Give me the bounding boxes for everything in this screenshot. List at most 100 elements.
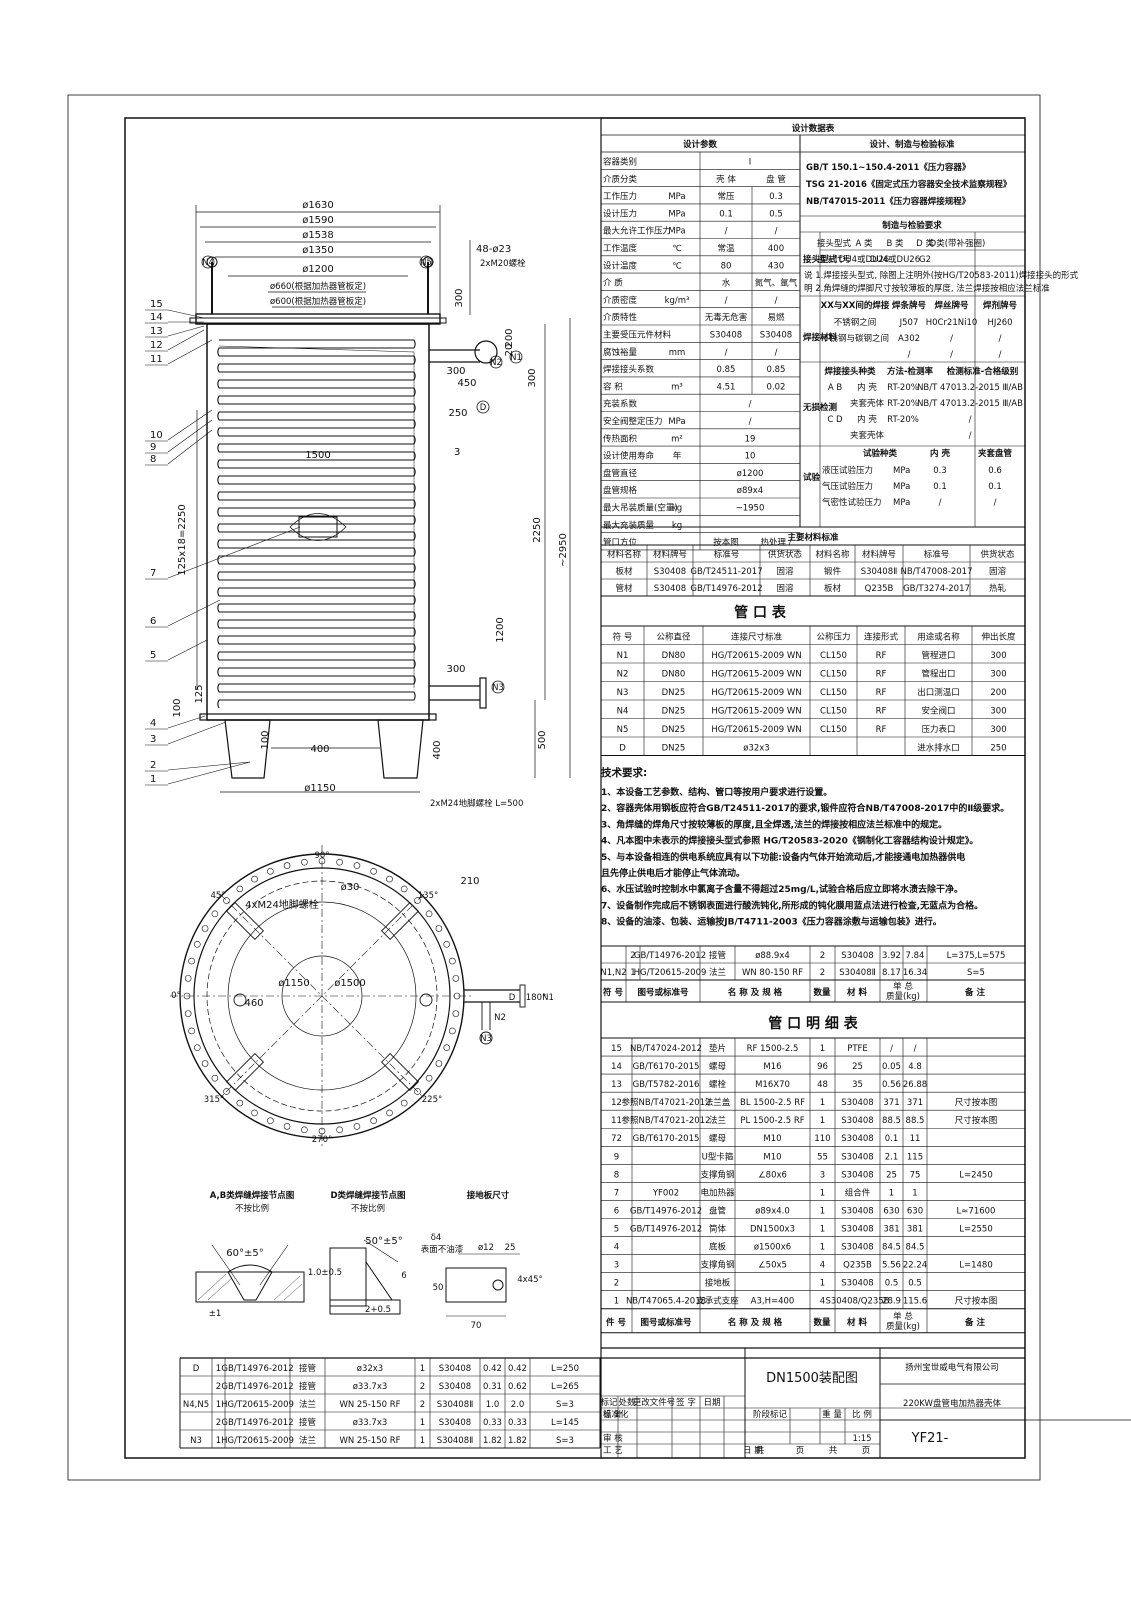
material-cell: 板材 [824,583,842,594]
table-cell: / [994,498,997,508]
bolt-hole [443,941,451,948]
material-cell: GB/T3274-2017 [903,584,970,594]
role-label: 标准化 [603,1409,629,1420]
part-cell: 法兰 [299,1399,316,1410]
part-cell: 84.5 [882,1243,901,1253]
part-cell: M10 [763,1152,781,1162]
header-cell: 名 称 及 规 格 [728,1317,783,1328]
table-cell: 夹套壳体 [850,398,885,409]
header-cell: 质量(kg) [886,1321,920,1332]
part-cell: 1 [820,1044,825,1054]
part-cell: 螺栓 [709,1079,727,1090]
param-value: S30408 [760,330,792,340]
bolt-hole [425,1074,433,1082]
angle-label: 90° [314,851,329,861]
param-value: 0.1 [719,209,733,219]
material-cell: GB/T14976-2012 [690,584,762,594]
dimension: ±1 [209,1309,222,1319]
note-text: 说 1.焊接接头型式, 除图上注明外(按HG/T20583-2011)焊接接头的… [804,270,1079,281]
table-cell: / [908,350,911,360]
angle-label: 45° [210,891,225,901]
detail-sub: 不按比例 [351,1203,385,1214]
nozzle-tag: N2 [494,1013,506,1023]
table-cell: 0.1 [933,482,947,492]
material-cell: 管材 [615,583,633,594]
scale-label: 比 例 [852,1409,872,1420]
nozzle-cell: 管程出口 [921,668,955,679]
angle-label: 270° [312,1135,332,1145]
param-value: / [775,348,778,358]
param-unit: m³ [671,382,683,392]
support-leg [377,719,424,779]
part-cell: 1 [820,1243,825,1253]
part-cell: 尺寸按本图 [955,1296,998,1307]
part-cell: 4.8 [908,1062,922,1072]
technical-requirements: 技术要求:1、本设备工艺参数、结构、管口等按用户要求进行设置。2、容器壳体用钢板… [601,766,1009,928]
part-cell: S30408 [841,951,873,961]
nozzle-cell: 公称压力 [816,631,850,642]
part-cell: GB/T14976-2012 [221,1418,293,1428]
part-cell: M16X70 [755,1080,790,1090]
req-title: 技术要求: [601,766,647,779]
part-cell: S=5 [967,968,985,978]
part-cell: 1 [614,1297,619,1307]
header-cell: 设计参数 [683,139,718,150]
part-cell: S30408Ⅱ [437,1400,474,1410]
dimension: 6 [401,1271,406,1281]
table-cell: 0.6 [988,466,1002,476]
rev-header: 签 字 [676,1397,696,1408]
param-unit: MPa [668,417,685,427]
nozzle-cell: 安全阀口 [921,705,955,716]
nozzle-cell: DN25 [662,725,686,735]
nozzle-cell: 300 [990,725,1006,735]
table-cell: MPa [893,466,910,476]
part-cell: 1 [820,1098,825,1108]
item-tag: 10 [150,430,163,441]
part-cell: D [193,1364,200,1374]
param-label: 容 积 [603,381,623,392]
nozzle-cell: DN25 [662,688,686,698]
bolt-hole [449,957,456,965]
header-cell: 设计、制造与检验标准 [869,139,955,150]
param-label: 设计温度 [603,260,638,271]
part-cell: HG/T20615-2009 [221,1400,294,1410]
item-tag: 14 [150,312,163,323]
dimension: 60°±5° [226,1248,263,1259]
part-cell: 1.0 [486,1400,500,1410]
part-cell: PTFE [847,1044,868,1054]
item-tag: 11 [150,354,163,365]
nozzle-cell: HG/T20615-2009 WN [711,651,801,661]
dimension: 表面不油漆 [421,1244,464,1255]
part-cell: S30408 [841,1134,873,1144]
bolt-hole [211,910,219,918]
part-cell: 25 [886,1170,897,1180]
coil-tube [217,339,416,709]
bolt-hole [283,862,291,869]
nozzle-cell: DN80 [662,669,686,679]
header-cell: 单 总 [893,1311,913,1322]
item-tag: 13 [150,326,163,337]
nozzle-cell: CL150 [820,706,847,716]
bolt-hole [283,1123,291,1130]
part-cell: 11 [910,1134,921,1144]
dimension: 1200 [495,617,506,642]
part-cell: 88.5 [882,1116,901,1126]
req-item: 4、凡本图中未表示的焊接接头型式参照 HG/T20583-2020《钢制化工容器… [601,835,978,847]
detail-sub: 不按比例 [235,1203,269,1214]
header-cell: 数量 [813,987,831,998]
part-cell: 法兰盖 [705,1097,731,1108]
part-cell: 4 [820,1261,825,1271]
part-cell: WN 25-150 RF [339,1400,400,1410]
part-cell: 1 [216,1400,221,1410]
part-cell: 3.92 [882,951,901,961]
part-cell: 12 [611,1098,622,1108]
detail-title: D类焊缝焊接节点图 [330,1190,405,1201]
part-cell: 参照NB/T47021-2012 [622,1115,711,1126]
part-cell: BL 1500-2.5 RF [740,1098,805,1108]
bolt-hole [188,957,195,965]
part-cell: 接管 [709,950,726,961]
param-value: 400 [768,244,784,254]
product-name: 220KW盘管电加热器壳体 [903,1398,1001,1409]
param-value: 常温 [717,243,735,254]
